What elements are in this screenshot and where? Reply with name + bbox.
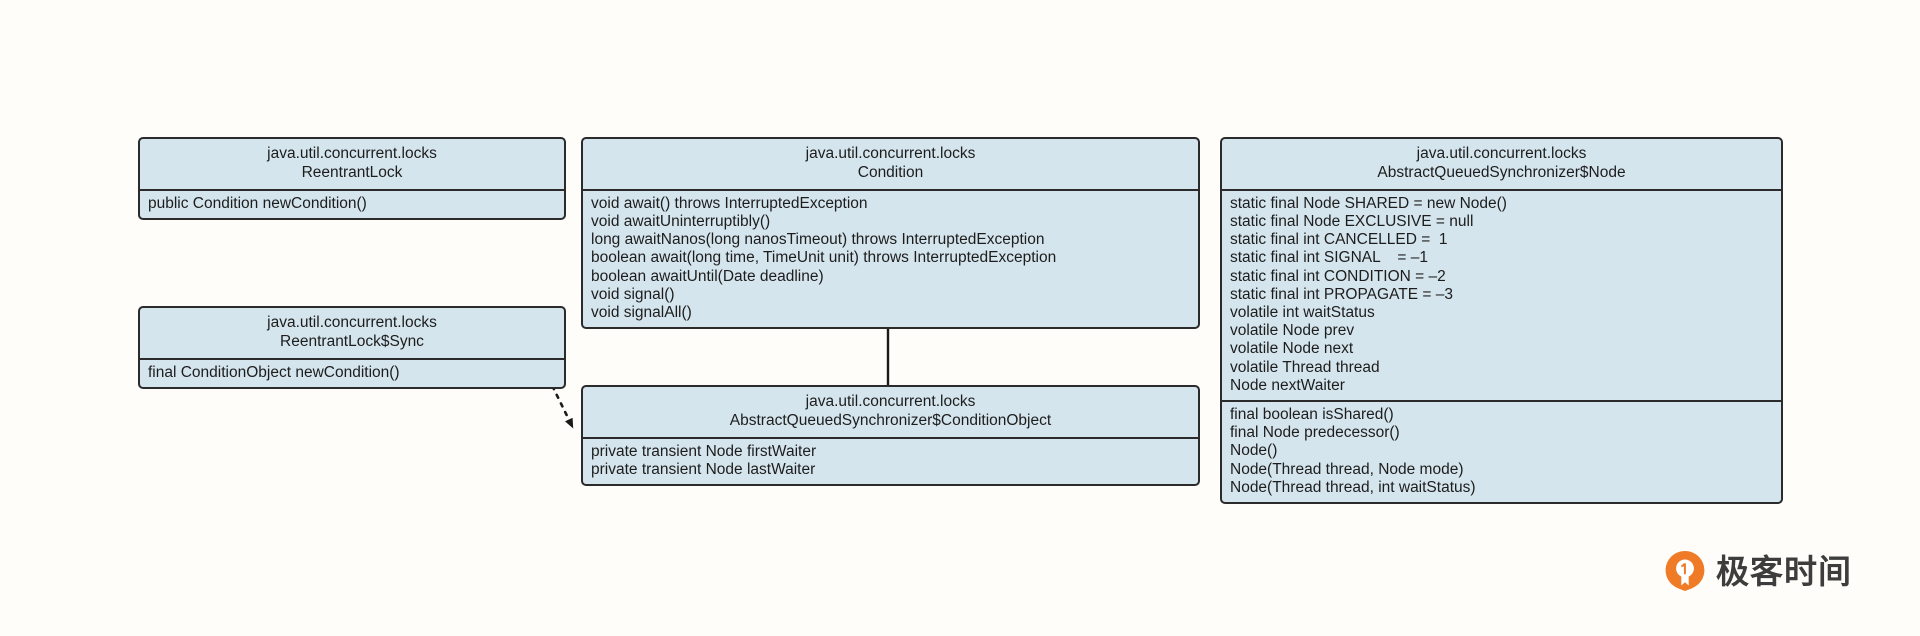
- class-field: static final int CONDITION = –2: [1230, 267, 1446, 285]
- class-method: final boolean isShared(): [1230, 405, 1394, 423]
- class-name-reentrant-lock: ReentrantLock: [301, 164, 403, 182]
- methods-compartment-aqs-node: final boolean isShared() final Node pred…: [1222, 399, 1781, 502]
- class-method: Node(Thread thread, int waitStatus): [1230, 478, 1476, 496]
- class-member: void signal(): [591, 285, 675, 303]
- class-member: private transient Node firstWaiter: [591, 442, 817, 460]
- class-name-aqs-node: AbstractQueuedSynchronizer$Node: [1377, 164, 1626, 182]
- class-method: Node(): [1230, 442, 1278, 460]
- class-member: boolean await(long time, TimeUnit unit) …: [591, 249, 1057, 267]
- class-field: volatile Node prev: [1230, 322, 1355, 340]
- class-package-condition: java.util.concurrent.locks: [805, 145, 976, 162]
- class-header-aqs-node: java.util.concurrent.locks AbstractQueue…: [1222, 139, 1781, 191]
- class-member: void awaitUninterruptibly(): [591, 212, 771, 230]
- class-field: static final Node SHARED = new Node(): [1230, 194, 1507, 212]
- class-package-reentrant-lock-sync: java.util.concurrent.locks: [267, 314, 437, 331]
- class-method: Node(Thread thread, Node mode): [1230, 460, 1464, 478]
- class-field: Node nextWaiter: [1230, 376, 1345, 394]
- class-box-reentrant-lock-sync[interactable]: java.util.concurrent.locks ReentrantLock…: [138, 306, 566, 389]
- members-compartment-reentrant-lock: public Condition newCondition(): [140, 191, 564, 218]
- class-box-reentrant-lock[interactable]: java.util.concurrent.locks ReentrantLock…: [138, 137, 566, 220]
- class-header-condition: java.util.concurrent.locks Condition: [583, 139, 1198, 191]
- class-field: static final int PROPAGATE = –3: [1230, 285, 1453, 303]
- class-header-condition-object: java.util.concurrent.locks AbstractQueue…: [583, 387, 1198, 439]
- class-method: final Node predecessor(): [1230, 424, 1400, 442]
- class-member: public Condition newCondition(): [148, 194, 367, 212]
- class-header-reentrant-lock-sync: java.util.concurrent.locks ReentrantLock…: [140, 308, 564, 360]
- class-field: volatile Node next: [1230, 340, 1354, 358]
- class-name-reentrant-lock-sync: ReentrantLock$Sync: [280, 333, 424, 351]
- members-compartment-reentrant-lock-sync: final ConditionObject newCondition(): [140, 360, 564, 387]
- class-name-condition-object: AbstractQueuedSynchronizer$ConditionObje…: [729, 412, 1052, 430]
- class-header-reentrant-lock: java.util.concurrent.locks ReentrantLock: [140, 139, 564, 191]
- class-member: final ConditionObject newCondition(): [148, 363, 400, 381]
- class-member: private transient Node lastWaiter: [591, 460, 816, 478]
- class-box-condition-object[interactable]: java.util.concurrent.locks AbstractQueue…: [581, 385, 1200, 487]
- fields-compartment-aqs-node: static final Node SHARED = new Node() st…: [1222, 191, 1781, 400]
- class-field: static final Node EXCLUSIVE = null: [1230, 212, 1474, 230]
- class-field: volatile int waitStatus: [1230, 303, 1375, 321]
- class-member: boolean awaitUntil(Date deadline): [591, 267, 824, 285]
- class-member: void signalAll(): [591, 303, 692, 321]
- brand-name: 极客时间: [1716, 551, 1852, 591]
- class-box-condition[interactable]: java.util.concurrent.locks Condition voi…: [581, 137, 1200, 330]
- class-box-aqs-node[interactable]: java.util.concurrent.locks AbstractQueue…: [1220, 137, 1783, 504]
- class-package-condition-object: java.util.concurrent.locks: [805, 393, 976, 410]
- class-field: static final int SIGNAL = –1: [1230, 249, 1429, 267]
- class-package-aqs-node: java.util.concurrent.locks: [1416, 145, 1587, 162]
- members-compartment-condition-object: private transient Node firstWaiter priva…: [583, 439, 1198, 484]
- class-field: static final int CANCELLED = 1: [1230, 231, 1448, 249]
- brand-watermark: 极客时间: [1663, 549, 1852, 593]
- class-package-reentrant-lock: java.util.concurrent.locks: [267, 145, 437, 162]
- members-compartment-condition: void await() throws InterruptedException…: [583, 191, 1198, 327]
- class-member: void await() throws InterruptedException: [591, 194, 868, 212]
- location-pin-icon: [1665, 551, 1705, 591]
- class-name-condition: Condition: [857, 164, 924, 182]
- class-member: long awaitNanos(long nanosTimeout) throw…: [591, 231, 1045, 249]
- class-field: volatile Thread thread: [1230, 358, 1380, 376]
